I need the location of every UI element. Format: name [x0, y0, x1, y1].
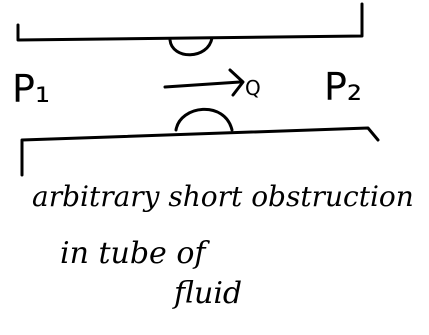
- pressure-right-label: P₂: [324, 65, 362, 109]
- caption-line-2: in tube of: [60, 236, 206, 271]
- upper-obstruction: [168, 36, 214, 57]
- flow-label: Q: [245, 76, 261, 100]
- flow-arrow-head: [228, 68, 245, 97]
- flow-arrow-shaft: [163, 80, 242, 89]
- bottom-wall-line: [20, 126, 380, 177]
- tube-bottom-wall: [20, 126, 380, 177]
- lower-obstruction: [174, 107, 234, 132]
- caption-line-3: fluid: [174, 276, 243, 311]
- pressure-left-label: P₁: [12, 67, 50, 111]
- caption-line-1: arbitrary short obstruction: [32, 180, 414, 213]
- flow-arrow: [163, 68, 245, 97]
- tube-top-wall: [16, 2, 364, 42]
- top-wall-line: [16, 2, 364, 42]
